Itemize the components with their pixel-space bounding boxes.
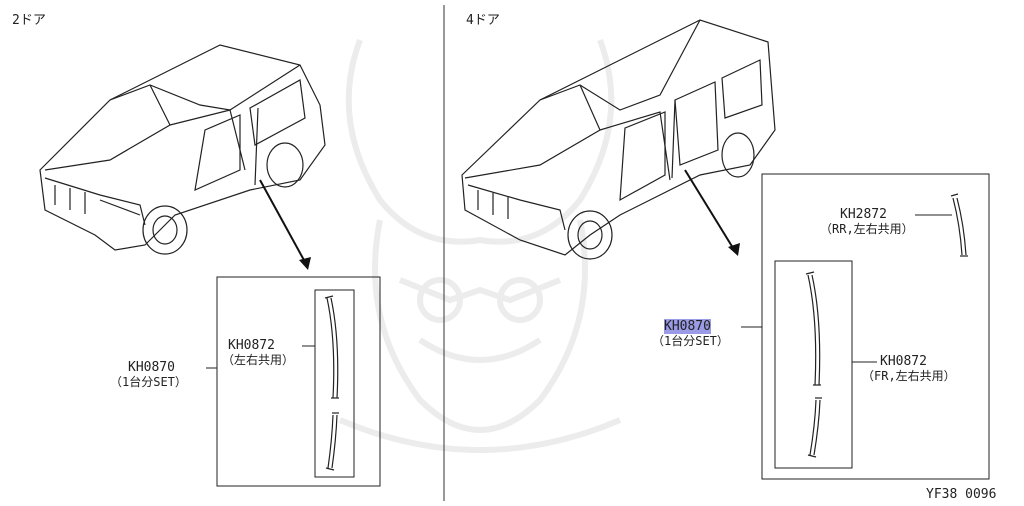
pointer-arrow-left [259,179,306,263]
pointer-arrow-right [684,169,734,249]
part-note-right-kh2872: （RR,左右共用） [820,222,914,236]
weatherstrip-right-front [805,271,822,458]
weatherstrip-left [324,295,339,471]
arrowhead-right [728,243,740,256]
detail-box-left-inner [314,289,355,478]
right-panel-title: 4ドア [466,13,500,28]
vehicle-4door [461,19,776,260]
part-note-left-kh0872: （左右共用） [222,353,295,367]
part-code-left-kh0872[interactable]: KH0872 [228,338,275,353]
detail-box-left-outer [216,276,381,487]
watermark-emblem [338,38,622,453]
part-note-right-kh0872: （FR,左右共用） [862,369,956,383]
part-code-right-kh2872[interactable]: KH2872 [840,207,887,222]
arrowhead-left [299,257,311,270]
part-code-left-kh0870[interactable]: KH0870 [128,360,175,375]
weatherstrip-right-rear [950,193,968,257]
detail-box-right-inner [774,260,853,469]
part-note-left-kh0870: （1台分SET） [110,375,187,389]
part-code-right-kh0872[interactable]: KH0872 [880,354,927,369]
part-code-right-kh0870[interactable]: KH0870 [664,319,711,334]
left-panel-title: 2ドア [12,13,46,28]
vehicle-2door [39,44,326,255]
part-note-right-kh0870: （1台分SET） [652,334,729,348]
highlight-mark: KH0870 [664,319,711,334]
figure-id: YF38 0096 [926,487,997,502]
